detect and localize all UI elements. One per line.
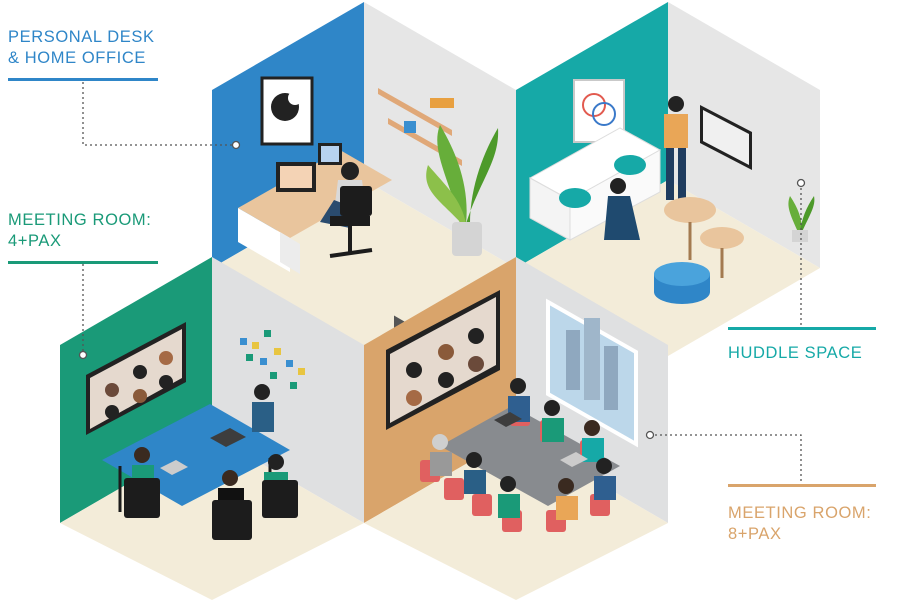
label-meeting-room-small: MEETING ROOM: 4+PAX [8, 211, 152, 250]
callout-leaders [82, 82, 802, 484]
rule-huddle-space [728, 327, 876, 330]
rule-meeting-room-large [728, 484, 876, 487]
label-personal-desk: PERSONAL DESK & HOME OFFICE [8, 28, 155, 67]
room-meeting-small [60, 257, 364, 600]
label-meeting-room-large: MEETING ROOM: 8+PAX [728, 504, 872, 543]
callout-anchor-dots [78, 140, 806, 440]
plant-icon [426, 125, 499, 256]
rule-personal-desk [8, 78, 158, 81]
rule-meeting-room-small [8, 261, 158, 264]
room-meeting-large [364, 257, 668, 600]
label-huddle-space: HUDDLE SPACE [728, 344, 863, 362]
sticky-notes-icon [240, 330, 305, 389]
